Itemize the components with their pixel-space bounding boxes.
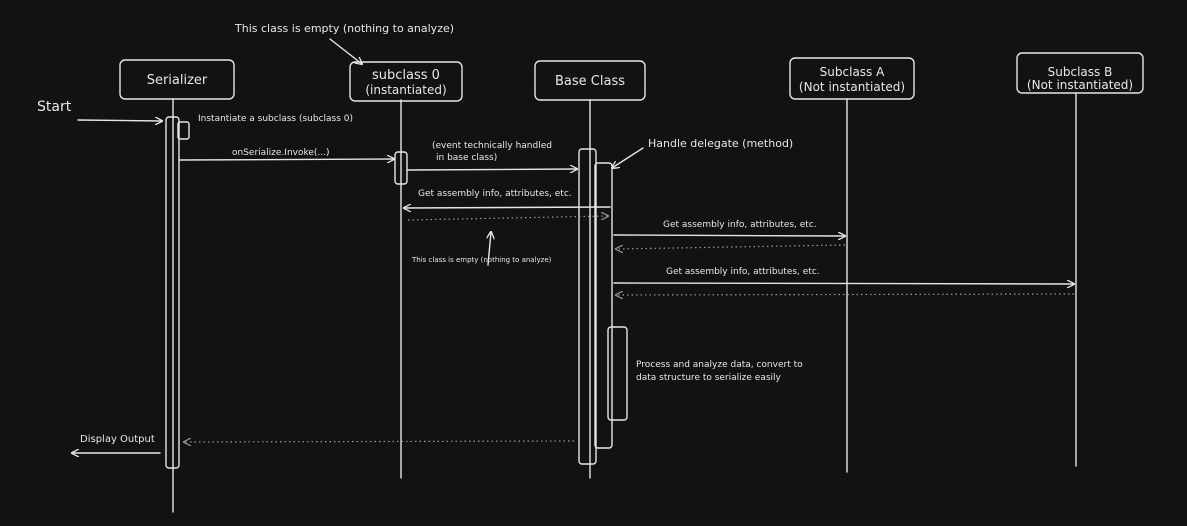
result-return-arrow [184,441,575,442]
get-info-subclass0-arrow [404,207,611,208]
note-class-empty-small: This class is empty (nothing to analyze) [411,256,552,264]
display-output-label: Display Output [80,434,155,445]
get-info-subclassA-label: Get assembly info, attributes, etc. [663,220,817,230]
empty-note-arrow [488,232,491,266]
serializer-self-activation [177,121,190,140]
get-info-subclassB-arrow [613,283,1074,284]
handle-delegate-pointer [612,147,644,168]
on-serialize-arrow [179,159,394,160]
get-info-subclassB-label: Get assembly info, attributes, etc. [666,267,820,277]
start-arrow [77,120,162,121]
participant-baseclass: Base Class [534,60,646,101]
handle-delegate-activation [594,162,613,449]
get-info-subclass0-label: Get assembly info, attributes, etc. [418,189,572,199]
handle-delegate-label: Handle delegate (method) [648,137,793,150]
serializer-activation [165,116,180,469]
participant-subclassA-label: Subclass A [820,65,885,79]
participant-subclassB-sublabel: (Not instantiated) [1027,78,1133,92]
note-pointer-arrow [329,38,362,64]
participant-serializer: Serializer [119,59,235,100]
note-class-empty-top: This class is empty (nothing to analyze) [234,22,454,35]
get-info-subclass0-return [407,216,608,221]
instantiate-label: Instantiate a subclass (subclass 0) [198,114,353,124]
event-handled-label-2: in base class) [436,153,497,163]
participant-subclassB: Subclass B (Not instantiated) [1016,52,1144,94]
get-info-subclassB-return [616,294,1075,295]
event-arrow [407,169,577,170]
get-info-subclassA-arrow [613,235,845,236]
participant-subclassB-label: Subclass B [1048,65,1113,79]
start-label: Start [37,99,72,115]
participant-subclassA-sublabel: (Not instantiated) [799,80,905,94]
participant-subclassA: Subclass A (Not instantiated) [789,57,915,100]
process-label-2: data structure to serialize easily [636,373,782,383]
get-info-subclassA-return [616,244,846,249]
participant-subclass0: subclass 0 (instantiated) [349,61,463,102]
event-handled-label-1: (event technically handled [432,141,552,151]
participant-baseclass-label: Base Class [555,74,625,89]
participant-subclass0-label: subclass 0 [372,68,440,83]
participant-subclass0-sublabel: (instantiated) [365,83,446,97]
process-label-1: Process and analyze data, convert to [636,360,803,370]
participant-serializer-label: Serializer [147,73,208,88]
baseclass-activation [578,148,597,465]
subclass0-activation [394,151,408,185]
process-activation [607,326,628,421]
on-serialize-label: onSerialize.Invoke(...) [232,148,330,158]
